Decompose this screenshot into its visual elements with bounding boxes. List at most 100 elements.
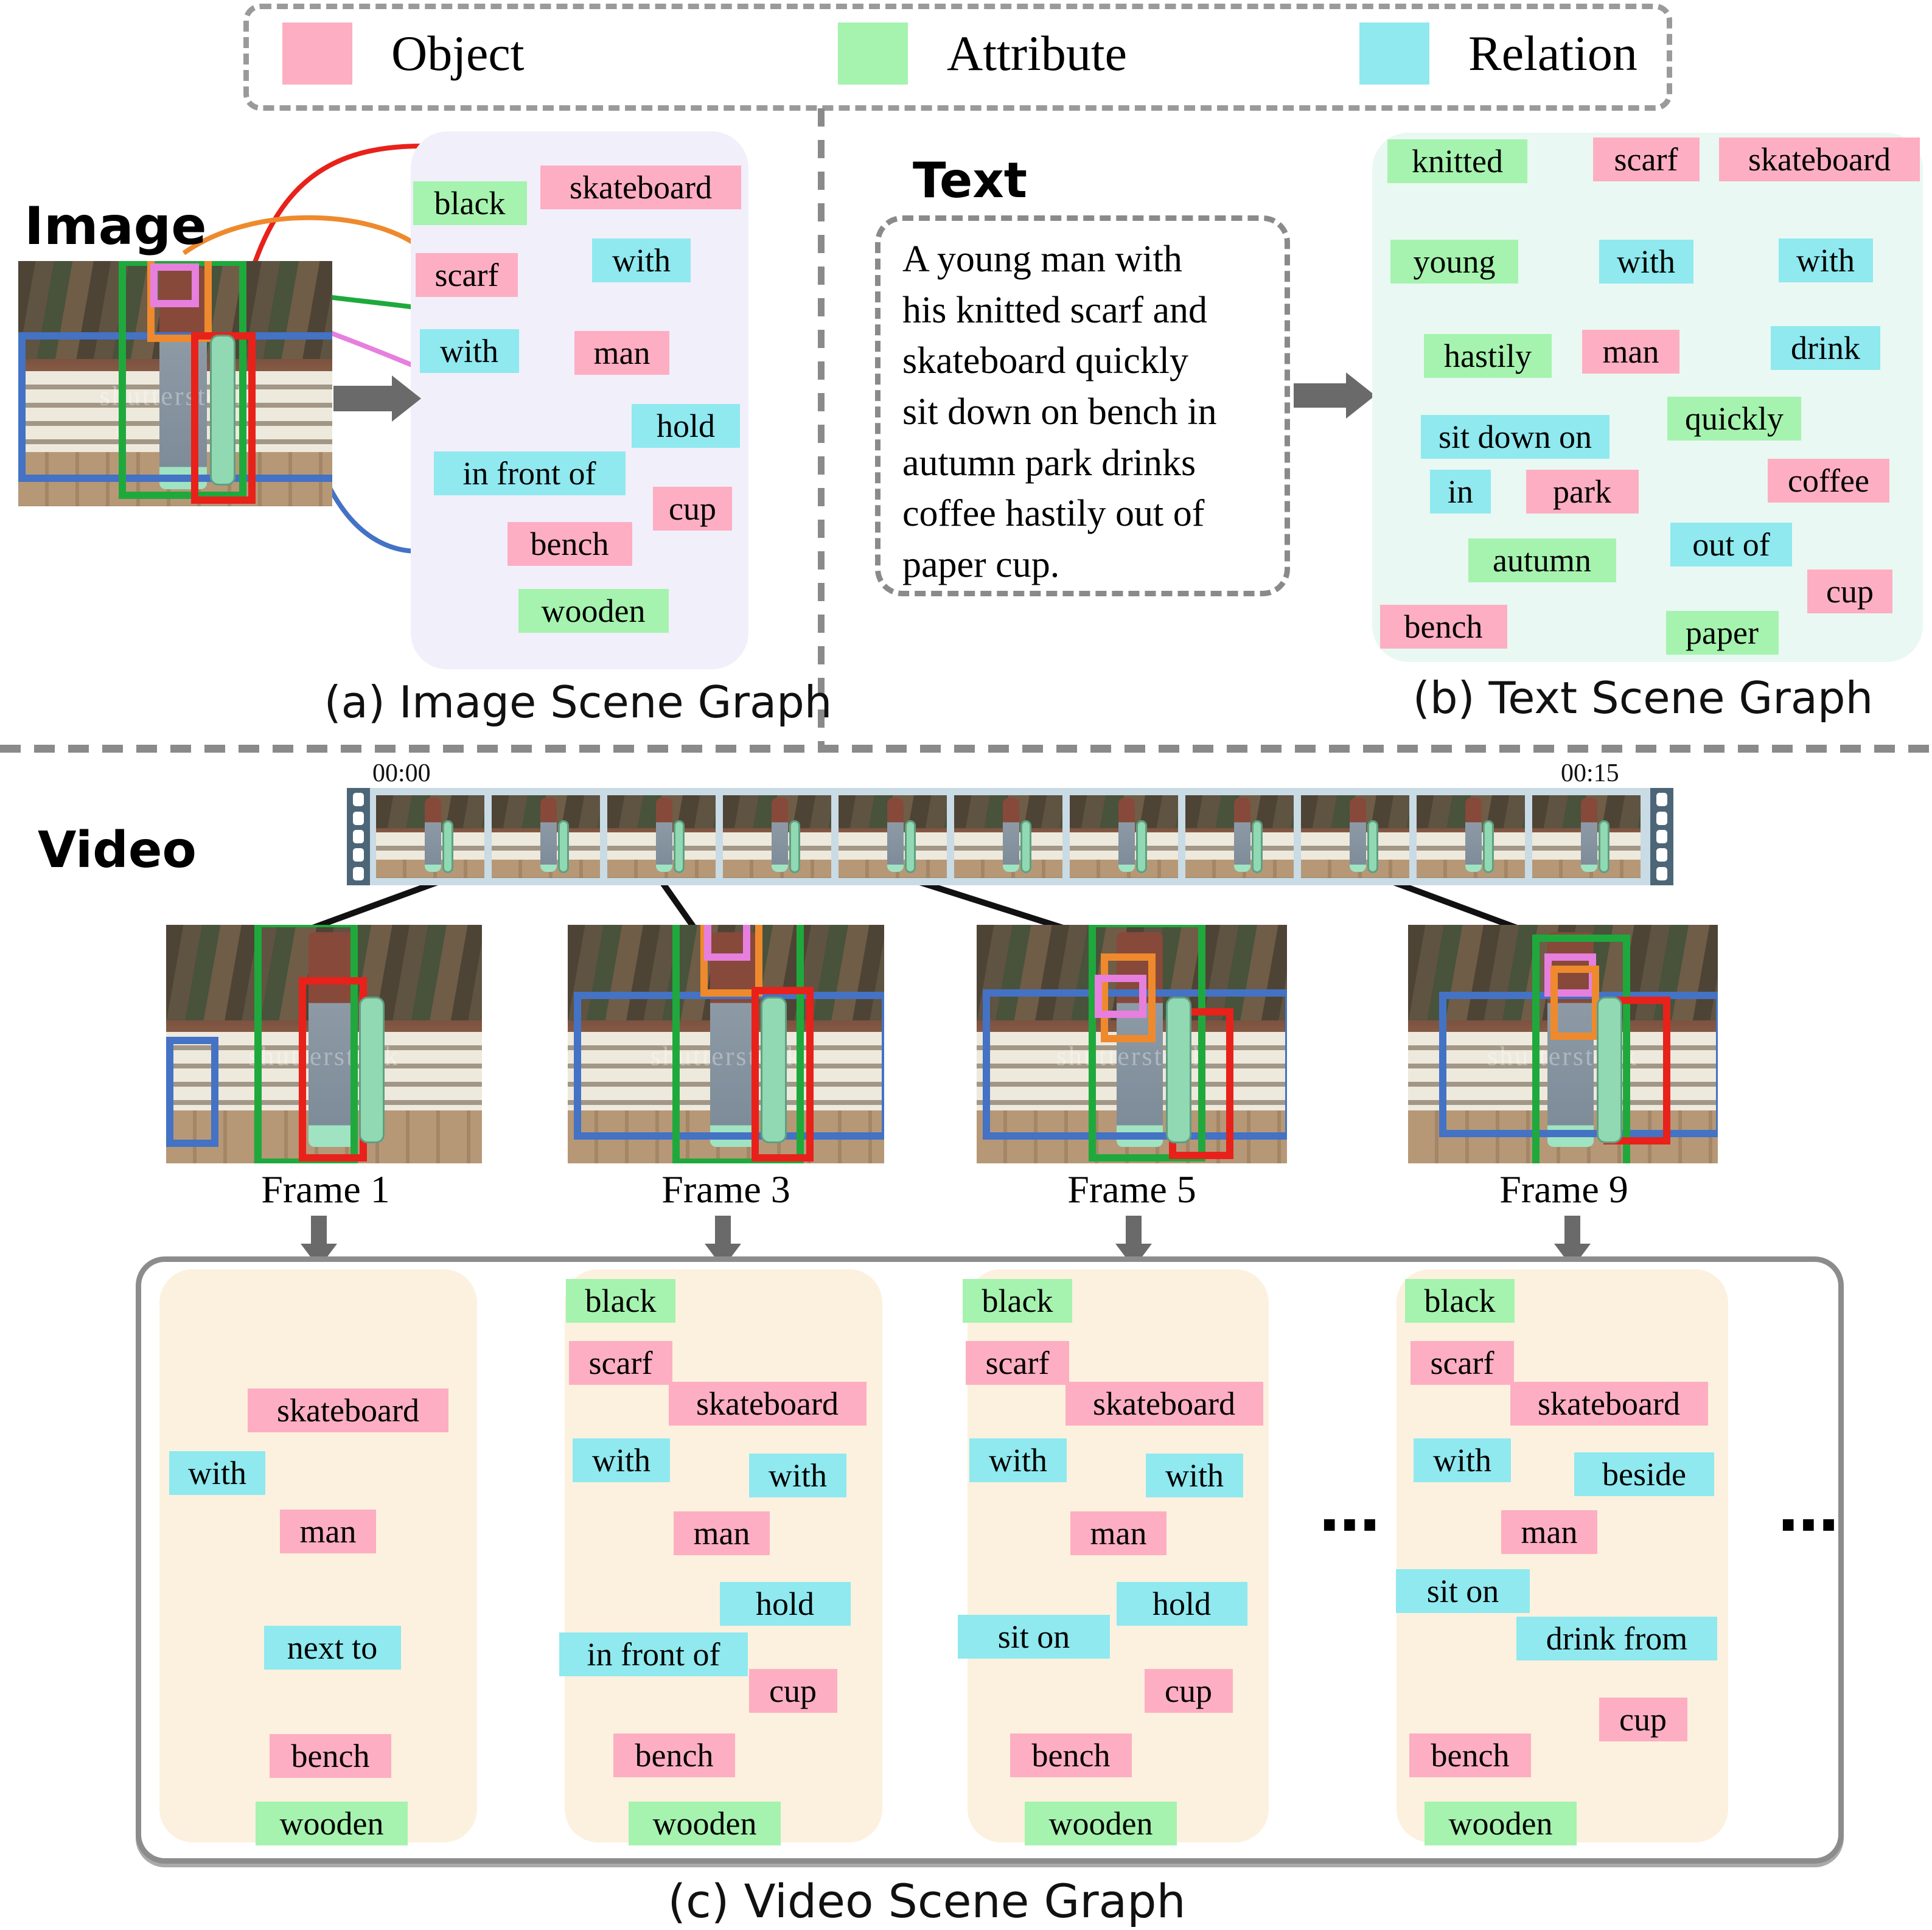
source-image-photo: shutterstock — [18, 261, 332, 506]
sprocket-hole — [353, 829, 364, 843]
sprocket-hole — [353, 848, 364, 862]
graph-node-autumn: autumn — [1468, 538, 1616, 582]
object-color-swatch — [282, 23, 352, 85]
graph-node-scarf: scarf — [1592, 138, 1700, 181]
graph-node-wooden: wooden — [1025, 1802, 1177, 1845]
graph-node-with: with — [1414, 1438, 1511, 1482]
graph-node-bench: bench — [613, 1733, 735, 1777]
graph-node-beside: beside — [1574, 1452, 1714, 1496]
graph-node-bench: bench — [1409, 1733, 1531, 1777]
graph-node-bench: bench — [270, 1734, 391, 1778]
graph-node-with: with — [573, 1438, 670, 1482]
video-thumbnail — [1417, 795, 1525, 878]
graph-node-park: park — [1526, 470, 1639, 514]
legend-item-object: Object — [282, 23, 525, 85]
frame-9-down-arrow — [1564, 1216, 1580, 1244]
graph-node-sit-down-on: sit down on — [1421, 415, 1609, 459]
sprocket-hole — [353, 793, 364, 807]
bounding-box-violet — [150, 263, 200, 308]
graph-node-bench: bench — [1010, 1733, 1132, 1777]
graph-node-scarf: scarf — [416, 253, 518, 297]
text-to-graph-arrow — [1294, 383, 1348, 408]
video-section-label: Video — [38, 821, 197, 879]
graph-node-with: with — [969, 1438, 1067, 1482]
graph-node-scarf: scarf — [966, 1341, 1069, 1385]
caption-video-scene-graph: (c) Video Scene Graph — [668, 1874, 1186, 1928]
sprocket-hole — [353, 866, 364, 880]
video-thumbnail — [1070, 795, 1178, 878]
video-thumbnail — [492, 795, 600, 878]
graph-node-scarf: scarf — [569, 1341, 672, 1385]
graph-node-with: with — [592, 239, 691, 282]
graph-node-out-of: out of — [1670, 523, 1792, 566]
legend-item-attribute: Attribute — [838, 23, 1127, 85]
graph-node-with: with — [169, 1451, 265, 1495]
frame-9-label: Frame 9 — [1499, 1168, 1628, 1211]
horizontal-divider — [0, 745, 1932, 753]
graph-node-drink: drink — [1771, 326, 1880, 370]
bounding-box-red — [1169, 1008, 1233, 1159]
frame-1-down-arrow — [311, 1216, 327, 1244]
frame-3-down-arrow — [715, 1216, 731, 1244]
caption-text-scene-graph: (b) Text Scene Graph — [1412, 672, 1874, 723]
graph-node-man: man — [280, 1510, 376, 1553]
bounding-box-red — [1603, 996, 1671, 1145]
graph-node-cup: cup — [1807, 570, 1892, 613]
filmstrip-left-edge — [347, 788, 370, 885]
graph-node-coffee: coffee — [1768, 459, 1889, 503]
ellipsis-dots: ⋯ — [1319, 1489, 1380, 1561]
graph-node-drink-from: drink from — [1516, 1617, 1717, 1660]
graph-node-with: with — [1599, 240, 1693, 284]
video-thumbnail — [954, 795, 1062, 878]
sprocket-hole — [1656, 848, 1667, 862]
assoc-curve-scarf — [182, 215, 429, 256]
legend-label: Relation — [1468, 26, 1637, 81]
graph-node-cup: cup — [1144, 1669, 1233, 1713]
graph-node-man: man — [1582, 330, 1679, 374]
frame-5-down-arrow — [1126, 1216, 1142, 1244]
graph-node-skateboard: skateboard — [1065, 1382, 1263, 1426]
graph-node-man: man — [574, 331, 669, 375]
graph-node-wooden: wooden — [1425, 1802, 1577, 1845]
caption-image-scene-graph: (a) Image Scene Graph — [324, 677, 832, 728]
graph-node-in-front-of: in front of — [559, 1632, 748, 1676]
graph-node-skateboard: skateboard — [248, 1388, 448, 1432]
frame-1-label: Frame 1 — [261, 1168, 390, 1211]
frame-1-photo: shutterstock — [166, 925, 482, 1163]
graph-node-cup: cup — [1599, 1698, 1687, 1741]
graph-node-skateboard: skateboard — [540, 165, 741, 209]
frame-9-photo: shutterstock — [1408, 925, 1718, 1163]
relation-color-swatch — [1359, 23, 1429, 85]
graph-node-cup: cup — [748, 1669, 837, 1713]
graph-node-skateboard: skateboard — [668, 1382, 867, 1426]
bounding-box-red — [190, 332, 256, 504]
text-to-graph-arrow-head — [1346, 372, 1375, 419]
sprocket-hole — [1656, 793, 1667, 807]
graph-node-man: man — [1501, 1510, 1597, 1554]
graph-node-skateboard: skateboard — [1719, 138, 1920, 181]
vertical-divider — [818, 108, 825, 748]
graph-node-with: with — [1778, 239, 1873, 282]
graph-node-sit-on: sit on — [1396, 1569, 1530, 1613]
graph-node-knitted: knitted — [1387, 139, 1527, 183]
frame-3-photo: shutterstock — [568, 925, 884, 1163]
graph-node-hastily: hastily — [1424, 334, 1552, 378]
video-thumbnail — [1185, 795, 1294, 878]
graph-node-black: black — [963, 1279, 1072, 1323]
graph-node-man: man — [1070, 1511, 1167, 1555]
graph-node-wooden: wooden — [518, 589, 669, 633]
graph-node-in: in — [1430, 470, 1491, 514]
bounding-box-blue — [166, 1037, 219, 1148]
ellipsis-dots: ⋯ — [1778, 1489, 1839, 1561]
bounding-box-green — [672, 925, 804, 1163]
timestamp-start: 00:00 — [372, 759, 431, 787]
legend-box: Object Attribute Relation — [243, 4, 1672, 111]
graph-node-with: with — [749, 1454, 846, 1497]
legend-item-relation: Relation — [1359, 23, 1637, 85]
image-to-graph-arrow-head — [392, 375, 421, 422]
sentence-text: A young man with his knitted scarf and s… — [902, 239, 1217, 586]
text-section-label: Text — [913, 152, 1028, 209]
bounding-box-red — [298, 977, 368, 1162]
graph-node-paper: paper — [1665, 611, 1779, 655]
graph-node-black: black — [413, 181, 527, 225]
